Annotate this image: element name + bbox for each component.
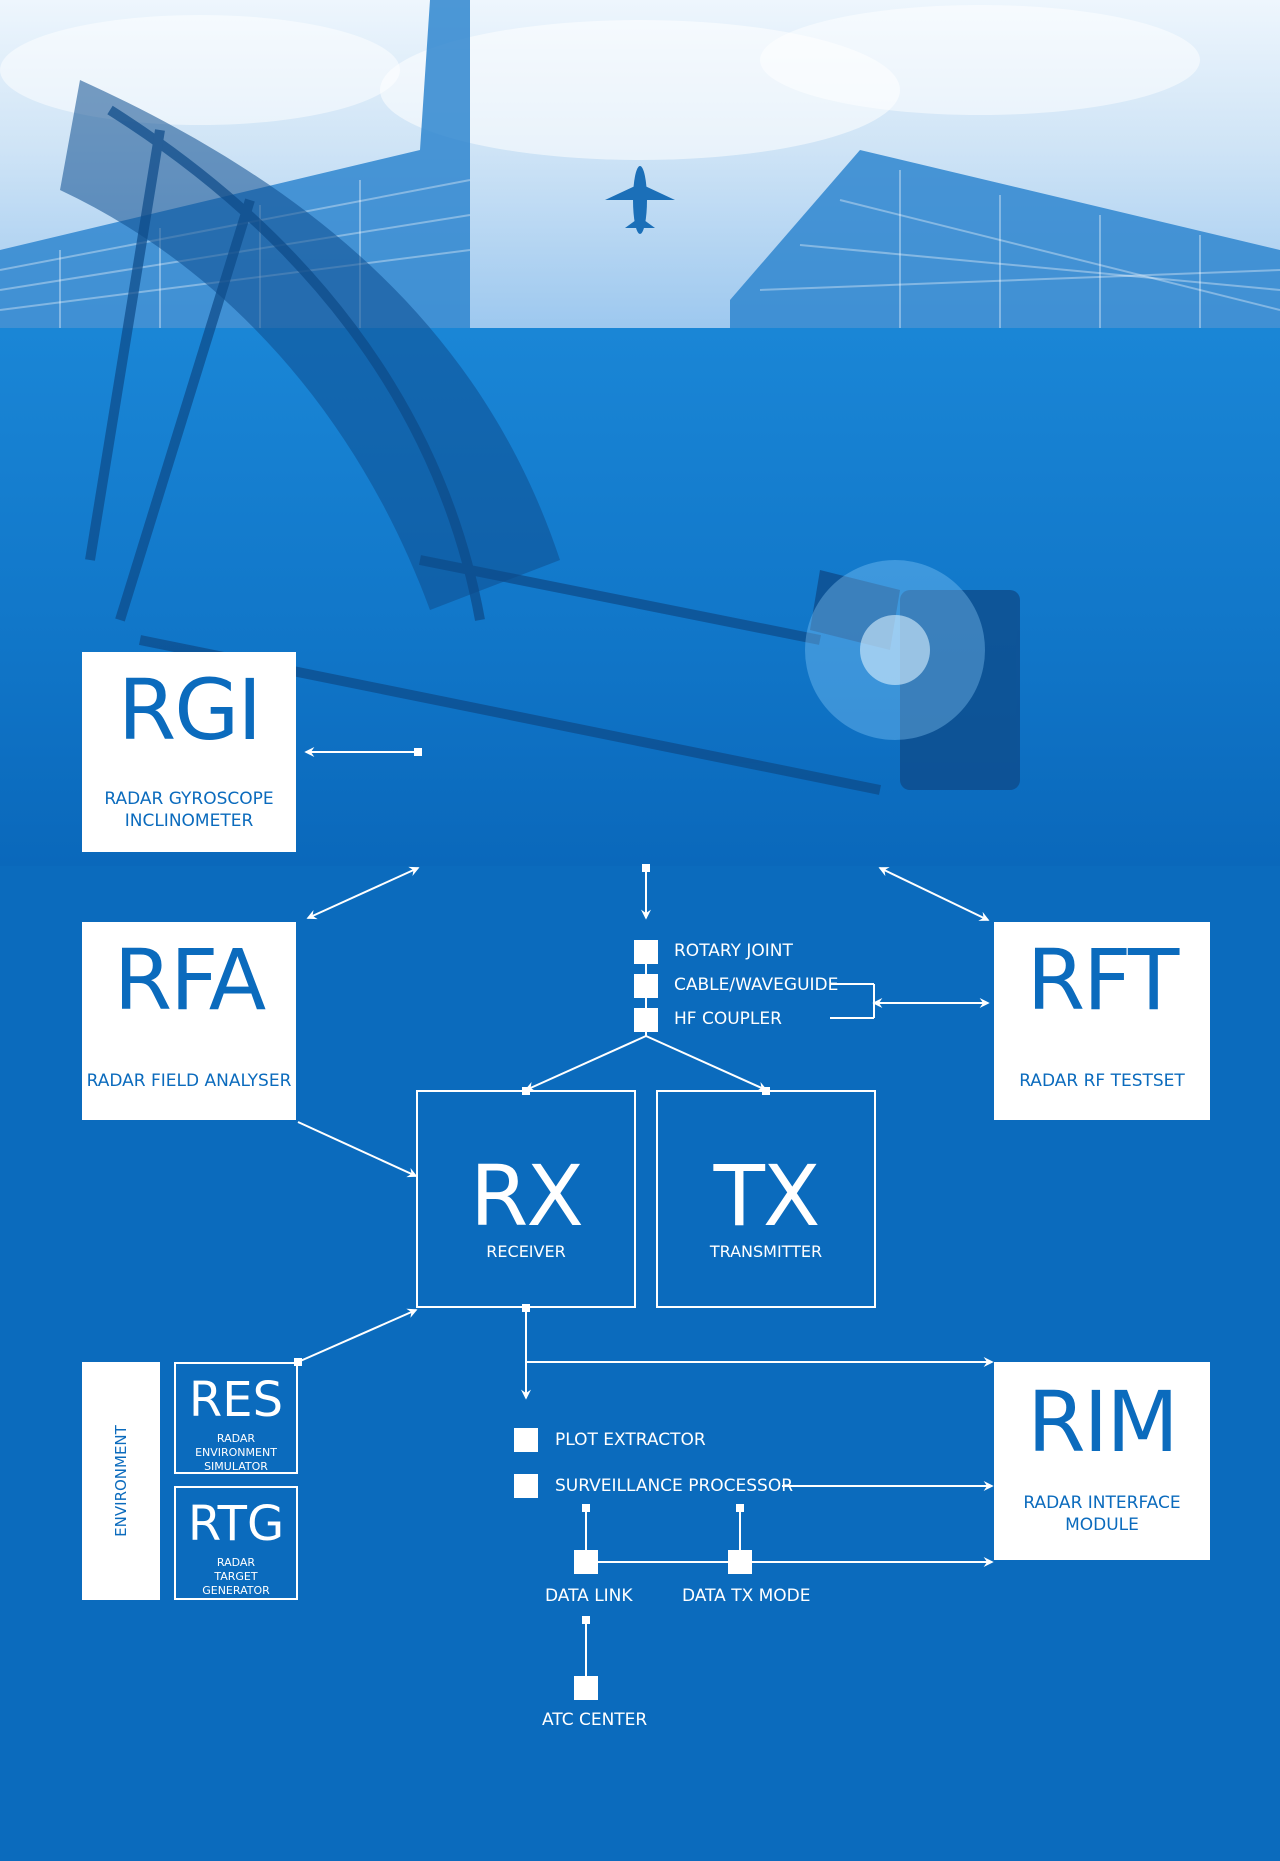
plot-extractor-node <box>514 1428 538 1452</box>
rft-abbr: RFT <box>1026 931 1180 1029</box>
tx-box: TX TRANSMITTER <box>656 1090 876 1308</box>
rim-box: RIM RADAR INTERFACE MODULE <box>994 1362 1210 1560</box>
surveillance-processor-label: SURVEILLANCE PROCESSOR <box>555 1476 794 1496</box>
rx-desc: RECEIVER <box>486 1242 566 1261</box>
res-abbr: RES <box>188 1372 284 1428</box>
tx-abbr: TX <box>713 1147 821 1245</box>
rtg-desc-line3: GENERATOR <box>202 1584 270 1597</box>
rotary-joint-node <box>634 940 658 964</box>
cable-waveguide-label: CABLE/WAVEGUIDE <box>674 975 839 995</box>
environment-label: ENVIRONMENT <box>112 1425 131 1537</box>
rgi-desc-line2: INCLINOMETER <box>124 811 254 831</box>
plot-extractor-label: PLOT EXTRACTOR <box>555 1430 706 1450</box>
rx-box: RX RECEIVER <box>416 1090 636 1308</box>
hf-coupler-label: HF COUPLER <box>674 1009 782 1029</box>
rft-antenna-line <box>878 867 990 921</box>
res-desc-line2: ENVIRONMENT <box>195 1446 277 1459</box>
tx-desc: TRANSMITTER <box>709 1242 823 1261</box>
rotary-joint-label: ROTARY JOINT <box>674 941 793 961</box>
res-rx-line <box>297 1308 418 1363</box>
rtg-desc-line2: TARGET <box>214 1570 258 1583</box>
cable-waveguide-node <box>634 974 658 998</box>
data-link-node <box>574 1550 598 1574</box>
rfa-desc: RADAR FIELD ANALYSER <box>86 1071 292 1091</box>
res-desc-line3: SIMULATOR <box>204 1460 268 1473</box>
data-tx-mode-label: DATA TX MODE <box>682 1586 811 1606</box>
atc-center-label: ATC CENTER <box>542 1710 648 1730</box>
rtg-box: RTG RADAR TARGET GENERATOR <box>174 1486 298 1600</box>
rgi-abbr: RGI <box>117 661 262 759</box>
rtg-desc-line1: RADAR <box>216 1556 256 1569</box>
hf-coupler-node <box>634 1008 658 1032</box>
rft-desc: RADAR RF TESTSET <box>1019 1071 1185 1091</box>
environment-panel <box>82 1362 160 1600</box>
res-desc-line1: RADAR <box>216 1432 256 1445</box>
surveillance-processor-node <box>514 1474 538 1498</box>
rft-box: RFT RADAR RF TESTSET <box>994 922 1210 1120</box>
rim-desc-line2: MODULE <box>1065 1515 1139 1535</box>
rtg-abbr: RTG <box>187 1496 285 1552</box>
atc-center-node <box>574 1676 598 1700</box>
rim-abbr: RIM <box>1027 1373 1179 1471</box>
rfa-rx-line <box>297 1121 418 1178</box>
rgi-box: RGI RADAR GYROSCOPE INCLINOMETER <box>82 652 296 852</box>
environment-label-wrap: ENVIRONMENT <box>82 1362 160 1600</box>
data-tx-mode-node <box>728 1550 752 1574</box>
rgi-desc-line1: RADAR GYROSCOPE <box>104 789 274 809</box>
rfa-antenna-line <box>306 866 420 920</box>
rx-abbr: RX <box>470 1147 584 1245</box>
rfa-box: RFA RADAR FIELD ANALYSER <box>82 922 296 1120</box>
data-link-label: DATA LINK <box>545 1586 633 1606</box>
rfa-abbr: RFA <box>113 931 266 1029</box>
res-box: RES RADAR ENVIRONMENT SIMULATOR <box>174 1362 298 1474</box>
airplane-icon <box>605 166 675 234</box>
rim-desc-line1: RADAR INTERFACE <box>1023 1493 1181 1513</box>
